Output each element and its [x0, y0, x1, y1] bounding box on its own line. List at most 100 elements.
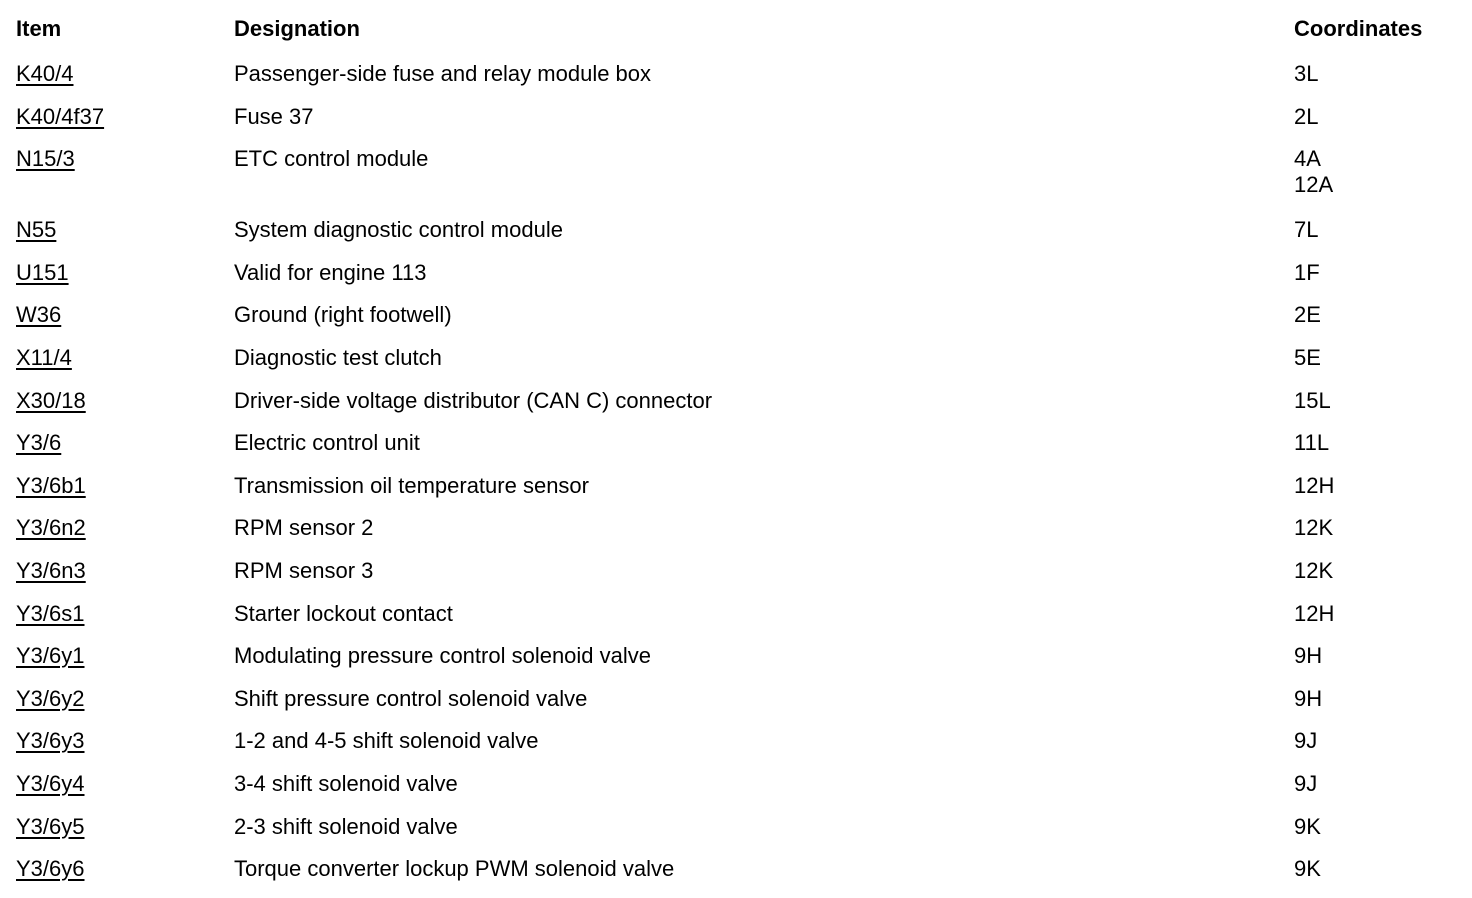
coordinate-value: 9H	[1294, 643, 1323, 669]
item-link[interactable]: Y3/6b1	[16, 472, 86, 498]
table-row: X11/4 Diagnostic test clutch 5E	[16, 338, 1464, 381]
coordinates-cell: 12K	[1294, 551, 1464, 594]
table-row: U151 Valid for engine 113 1F	[16, 253, 1464, 296]
coordinate-value: 11L	[1294, 430, 1330, 456]
item-cell: Y3/6y2	[16, 679, 234, 722]
item-link[interactable]: X11/4	[16, 344, 72, 370]
designation-cell: Torque converter lockup PWM solenoid val…	[234, 856, 675, 882]
item-link[interactable]: K40/4f37	[16, 103, 105, 129]
item-link[interactable]: Y3/6n2	[16, 515, 86, 541]
coordinate-value: 9J	[1294, 728, 1318, 754]
item-cell: W36	[16, 295, 234, 338]
header-designation: Designation	[234, 16, 360, 41]
coordinates-cell: 2E	[1294, 295, 1464, 338]
coordinate-value: 12H	[1294, 472, 1335, 498]
coordinates-cell: 2L	[1294, 97, 1464, 140]
coordinate-value: 12A	[1294, 172, 1334, 198]
item-link[interactable]: K40/4	[16, 61, 74, 86]
coordinates-cell: 9H	[1294, 679, 1464, 722]
item-cell: Y3/6y4	[16, 764, 234, 807]
coordinate-value: 1F	[1294, 259, 1320, 285]
item-link[interactable]: Y3/6y2	[16, 685, 85, 711]
table-row: Y3/6n3 RPM sensor 3 12K	[16, 551, 1464, 594]
item-cell: Y3/6n2	[16, 508, 234, 551]
coordinate-value: 12H	[1294, 600, 1335, 626]
table-row: Y3/6y5 2-3 shift solenoid valve 9K	[16, 807, 1464, 850]
designation-cell: Fuse 37	[234, 103, 314, 129]
item-link[interactable]: Y3/6y1	[16, 643, 85, 669]
designation-cell: Modulating pressure control solenoid val…	[234, 643, 652, 669]
coordinates-cell: 1F	[1294, 253, 1464, 296]
coordinate-value: 2L	[1294, 103, 1319, 129]
item-cell: X11/4	[16, 338, 234, 381]
item-link[interactable]: Y3/6y3	[16, 728, 85, 754]
item-cell: Y3/6b1	[16, 466, 234, 509]
item-link[interactable]: Y3/6	[16, 430, 62, 456]
item-link[interactable]: Y3/6s1	[16, 600, 85, 626]
designation-cell: Shift pressure control solenoid valve	[234, 685, 588, 711]
coordinate-value: 5E	[1294, 344, 1321, 370]
coordinates-cell: 11L	[1294, 423, 1464, 466]
table-row: Y3/6n2 RPM sensor 2 12K	[16, 508, 1464, 551]
designation-cell: RPM sensor 2	[234, 515, 374, 541]
item-link[interactable]: W36	[16, 302, 62, 328]
coordinates-cell: 9K	[1294, 849, 1464, 892]
coordinates-cell: 12H	[1294, 594, 1464, 637]
item-cell: K40/4f37	[16, 97, 234, 140]
item-cell: Y3/6n3	[16, 551, 234, 594]
item-link[interactable]: Y3/6y6	[16, 856, 85, 882]
coordinates-cell: 9J	[1294, 721, 1464, 764]
item-link[interactable]: Y3/6y5	[16, 813, 85, 839]
item-link[interactable]: U151	[16, 259, 69, 285]
table-row: Y3/6y1 Modulating pressure control soleno…	[16, 636, 1464, 679]
table-row: Y3/6y2 Shift pressure control solenoid va…	[16, 679, 1464, 722]
coordinates-cell: 9H	[1294, 636, 1464, 679]
table-row: Y3/6s1 Starter lockout contact 12H	[16, 594, 1464, 637]
designation-cell: Driver-side voltage distributor (CAN C) …	[234, 387, 713, 413]
coordinate-value: 12K	[1294, 557, 1334, 583]
item-link[interactable]: X30/18	[16, 387, 86, 413]
item-link[interactable]: N15/3	[16, 146, 75, 172]
table-row: Y3/6y3 1-2 and 4-5 shift solenoid valve 9J	[16, 721, 1464, 764]
item-cell: K40/4	[16, 54, 234, 97]
component-legend-table: Item Designation Coordinates K40/4 Passen…	[16, 12, 1464, 892]
coordinate-value: 3L	[1294, 61, 1319, 86]
coordinates-cell: 7L	[1294, 210, 1464, 253]
coordinates-cell: 12H	[1294, 466, 1464, 509]
item-cell: Y3/6s1	[16, 594, 234, 637]
designation-cell: Diagnostic test clutch	[234, 344, 442, 370]
item-link[interactable]: Y3/6n3	[16, 557, 86, 583]
designation-cell: 2-3 shift solenoid valve	[234, 813, 458, 839]
item-cell: Y3/6	[16, 423, 234, 466]
coordinate-value: 7L	[1294, 217, 1319, 243]
coordinate-value: 9H	[1294, 685, 1323, 711]
designation-cell: 1-2 and 4-5 shift solenoid valve	[234, 728, 539, 754]
table-row: Y3/6y6 Torque converter lockup PWM soleno…	[16, 849, 1464, 892]
item-link[interactable]: Y3/6y4	[16, 770, 85, 796]
coordinate-value: 9K	[1294, 813, 1321, 839]
designation-cell: RPM sensor 3	[234, 557, 374, 583]
coordinate-value: 4A	[1294, 146, 1321, 172]
table-row: K40/4 Passenger-side fuse and relay modul…	[16, 54, 1464, 97]
designation-cell: System diagnostic control module	[234, 217, 563, 243]
designation-cell: Valid for engine 113	[234, 259, 427, 285]
item-link[interactable]: N55	[16, 217, 57, 243]
designation-cell: ETC control module	[234, 146, 429, 172]
item-cell: Y3/6y1	[16, 636, 234, 679]
designation-cell: Passenger-side fuse and relay module box	[234, 61, 652, 86]
designation-cell: Starter lockout contact	[234, 600, 453, 626]
item-cell: Y3/6y6	[16, 849, 234, 892]
item-cell: Y3/6y3	[16, 721, 234, 764]
designation-cell: Transmission oil temperature sensor	[234, 472, 589, 498]
coordinates-cell: 9K	[1294, 807, 1464, 850]
item-cell: U151	[16, 253, 234, 296]
coordinates-cell: 12K	[1294, 508, 1464, 551]
item-cell: X30/18	[16, 381, 234, 424]
header-row: Item Designation Coordinates	[16, 12, 1464, 54]
item-cell: N15/3	[16, 139, 234, 210]
designation-cell: 3-4 shift solenoid valve	[234, 770, 458, 796]
header-coordinates: Coordinates	[1294, 16, 1423, 41]
